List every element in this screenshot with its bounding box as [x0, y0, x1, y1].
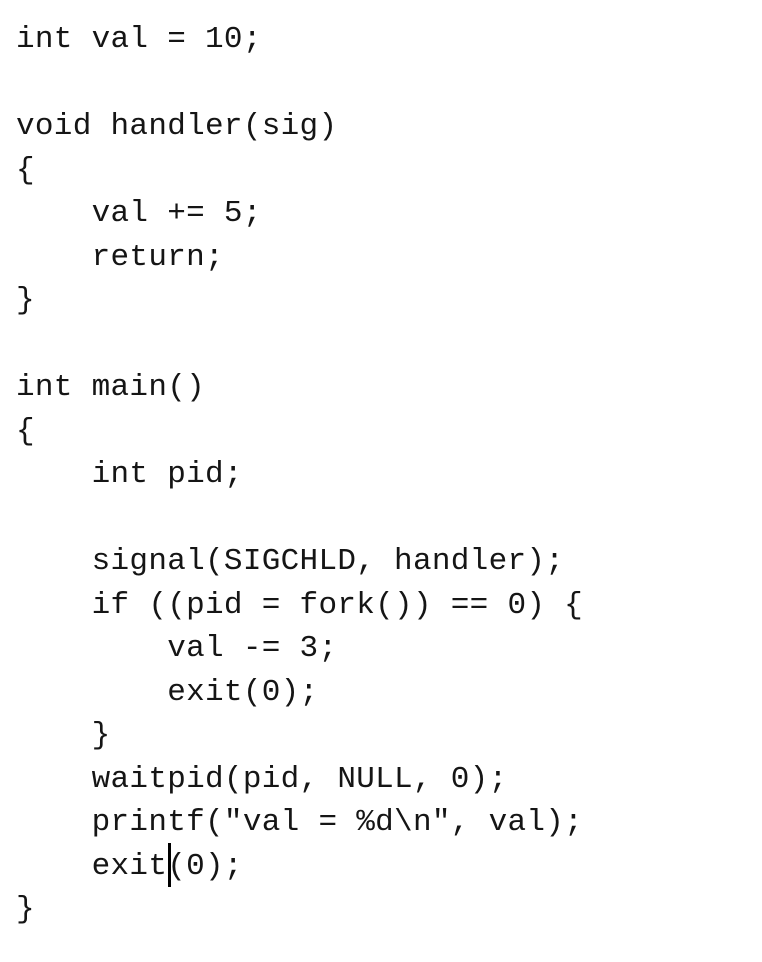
code-line: exit(0); [16, 674, 319, 710]
code-line [16, 497, 716, 541]
code-line [16, 323, 716, 367]
code-line: val -= 3; [16, 631, 338, 666]
code-line: } [16, 718, 111, 753]
code-line: { [16, 152, 35, 188]
code-line: } [16, 283, 35, 318]
code-line: if ((pid = fork()) == 0) { [16, 587, 584, 623]
code-line: int val = 10; [16, 22, 262, 57]
code-line: signal(SIGCHLD, handler); [16, 544, 565, 579]
code-line: int main() [16, 370, 206, 405]
code-line: { [16, 413, 35, 449]
text-cursor [168, 843, 171, 887]
code-line [16, 62, 716, 106]
code-line: int pid; [16, 457, 243, 492]
code-line: val += 5; [16, 196, 262, 231]
code-line: return; [16, 239, 224, 275]
code-line: void handler(sig) [16, 109, 338, 144]
code-listing: int val = 10; void handler(sig) { val +=… [16, 18, 716, 932]
code-line: waitpid(pid, NULL, 0); [16, 761, 508, 797]
code-line: printf("val = %d\n", val); [16, 805, 584, 840]
code-line: } [16, 892, 35, 927]
code-line: exit(0); [16, 848, 243, 884]
